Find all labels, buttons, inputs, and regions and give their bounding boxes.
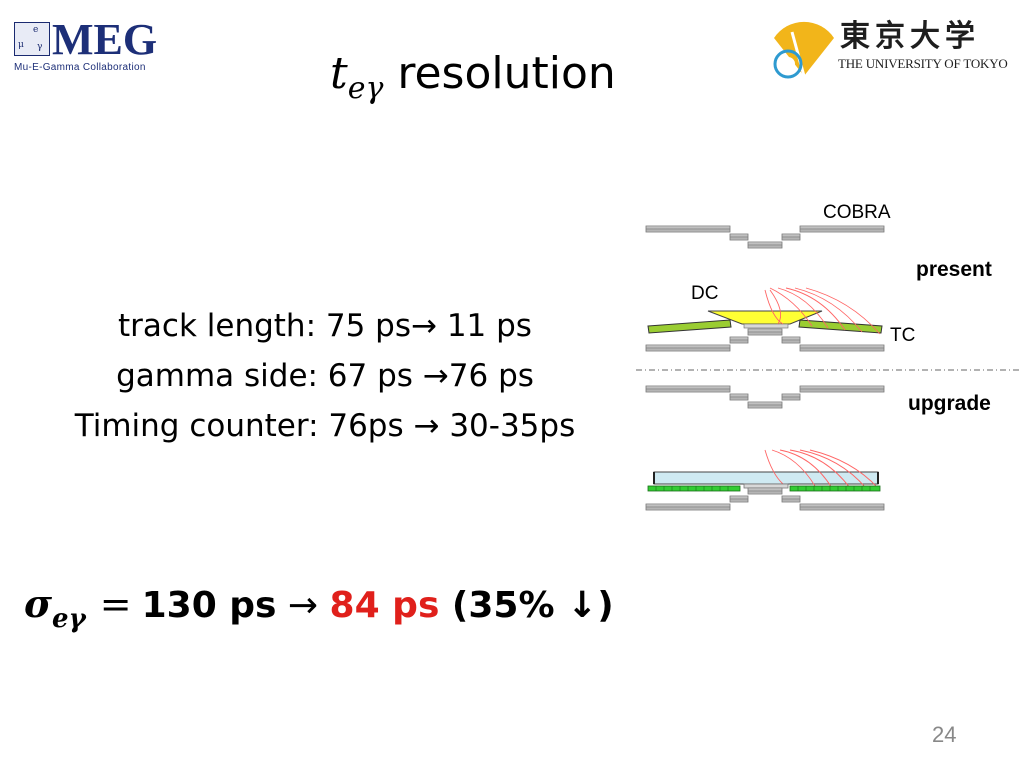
- title-variable: t: [330, 48, 348, 99]
- title-subscript: eγ: [347, 71, 384, 106]
- present-label: present: [916, 258, 992, 281]
- title-text: resolution: [383, 48, 616, 99]
- cobra-magnet-upgrade: [645, 385, 885, 409]
- drift-chamber-upgrade: [653, 471, 879, 485]
- meg-wordmark: MEG: [52, 15, 158, 64]
- formula-equals: =: [99, 582, 132, 626]
- gamma-side-line: gamma side: 67 ps →76 ps: [116, 358, 534, 394]
- cobra-magnet-lower-upgrade: [645, 483, 885, 511]
- ginkgo-leaf-icon: [773, 21, 834, 79]
- track-lines-upgrade: [764, 449, 879, 489]
- timing-counter-upgrade: [647, 485, 881, 492]
- meg-emblem-e: e: [33, 25, 39, 35]
- drift-chamber-present: [707, 310, 823, 329]
- slide-title: teγ resolution: [330, 44, 616, 119]
- dc-label: DC: [691, 283, 719, 304]
- university-english-name: THE UNIVERSITY OF TOKYO: [838, 56, 1008, 71]
- university-kanji: 東京大学: [840, 19, 980, 54]
- tc-label: TC: [890, 325, 916, 346]
- timing-counter-line: Timing counter: 76ps → 30-35ps: [74, 408, 576, 444]
- upgrade-label: upgrade: [908, 392, 991, 415]
- formula-before-value: 130 ps: [141, 585, 277, 626]
- timing-counter-upgrade-segments: [655, 486, 871, 491]
- track-lines-present: [764, 287, 881, 335]
- meg-emblem-icon: μ e γ: [14, 22, 50, 56]
- formula-after-value: 84 ps: [329, 585, 440, 626]
- track-length-line: track length: 75 ps→ 11 ps: [118, 308, 532, 344]
- cobra-magnet-present: [645, 225, 885, 249]
- cobra-magnet-lower-present: [645, 328, 885, 352]
- cobra-label: COBRA: [823, 202, 891, 223]
- formula-change: (35% ↓): [439, 585, 614, 626]
- resolution-formula: σeγ =130 ps → 84 ps (35% ↓): [24, 578, 614, 645]
- meg-logo: μ e γ MEG Mu-E-Gamma Collaboration: [14, 18, 190, 74]
- meg-emblem-gamma: γ: [37, 42, 43, 52]
- meg-emblem-mu: μ: [18, 40, 24, 50]
- formula-arrow: →: [276, 585, 330, 626]
- university-of-tokyo-logo: 東京大学 THE UNIVERSITY OF TOKYO: [770, 16, 1010, 82]
- formula-subscript: eγ: [52, 604, 86, 634]
- timing-counter-present: [647, 319, 883, 334]
- formula-sigma: σ: [24, 581, 53, 626]
- page-number: 24: [932, 722, 957, 747]
- meg-subtitle: Mu-E-Gamma Collaboration: [14, 62, 146, 73]
